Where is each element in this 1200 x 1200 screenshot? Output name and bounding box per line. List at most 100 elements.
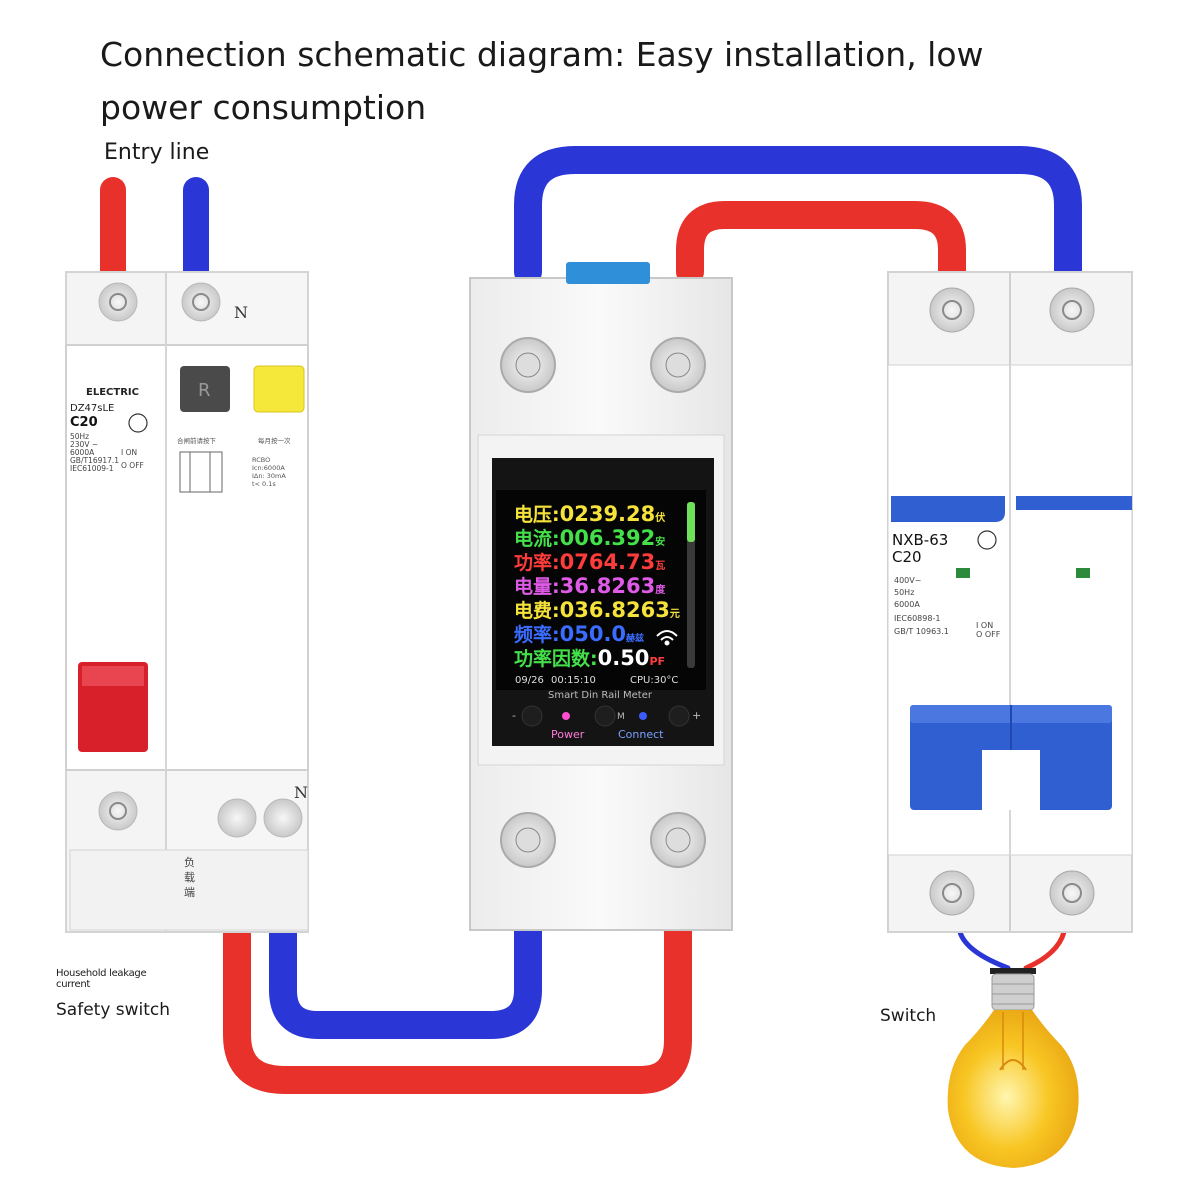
breaker-status-window	[1076, 568, 1090, 578]
signal-level-bar	[687, 502, 695, 668]
meter-row-label: 电量:	[514, 575, 560, 598]
rcbo-rating: C20	[70, 415, 98, 430]
reset-button[interactable]	[180, 366, 230, 412]
meter-row-label: 电流:	[514, 527, 560, 550]
rcbo-spec: t< 0.1s	[252, 480, 276, 488]
safety-switch-label: Safety switch	[56, 1000, 171, 1020]
test-button[interactable]	[253, 365, 305, 413]
meter-row-value: 36.8263	[560, 574, 656, 598]
reset-caption: 合闸前请按下	[177, 436, 217, 445]
rcbo-spec: RCBO	[252, 456, 270, 464]
breaker-model: NXB-63	[892, 531, 948, 549]
meter-row-unit: 赫兹	[626, 632, 644, 644]
rcbo-model: DZ47sLE	[70, 403, 114, 414]
breaker-device: NXB-63 C20 400V~ 50Hz 6000A IEC60898-1 G…	[887, 271, 1133, 933]
rcbo-device: N N ELECTRIC DZ47sLE C20 50Hz 230V ~ 600…	[65, 271, 309, 933]
breaker-spec: GB/T 10963.1	[894, 627, 949, 636]
power-led	[562, 712, 570, 720]
meter-power: 功率:0764.73瓦	[514, 550, 665, 574]
mode-label: M	[617, 712, 625, 722]
top-neutral-wire	[514, 146, 1082, 286]
meter-power-factor: 功率因数:0.50PF	[514, 646, 665, 670]
entry-line-label: Entry line	[104, 140, 210, 165]
meter-current: 电流:006.392安	[514, 526, 665, 550]
breaker-rating: C20	[892, 548, 922, 566]
breaker-spec: IEC60898-1	[894, 614, 940, 623]
wires	[100, 146, 1082, 1094]
smart-meter-device: 电压:0239.28伏 电流:006.392安 功率:0764.73瓦 电量:3…	[469, 262, 733, 931]
rcbo-brand: ELECTRIC	[86, 387, 139, 398]
bottom-neutral-wire	[269, 816, 542, 1039]
rcbo-spec: 230V ~	[70, 440, 98, 449]
din-rail-clip	[566, 262, 650, 284]
breaker-spec: 6000A	[894, 600, 920, 609]
meter-row-label: 电费:	[514, 599, 560, 622]
meter-row-unit: 瓦	[655, 560, 665, 572]
minus-label: -	[512, 709, 516, 722]
meter-row-label: 功率:	[514, 551, 560, 574]
status-time: 00:15:10	[551, 675, 596, 686]
reset-button-label: R	[198, 380, 211, 401]
meter-row-label: 电压:	[514, 503, 560, 526]
rcbo-spec: IΔn: 30mA	[252, 472, 286, 480]
rcbo-off-label: O OFF	[121, 461, 144, 470]
plus-label: +	[692, 709, 701, 722]
meter-cost: 电费:036.8263元	[514, 598, 680, 622]
rcbo-spec: IEC61009-1	[70, 464, 114, 473]
power-label: Power	[551, 728, 585, 741]
breaker-spec: 50Hz	[894, 588, 914, 597]
meter-row-value: 0.50	[598, 646, 650, 670]
meter-row-unit: 伏	[654, 511, 665, 524]
rcbo-on-label: I ON	[121, 448, 137, 457]
light-bulb-icon	[947, 968, 1079, 1168]
breaker-blue-stripe	[891, 496, 1005, 522]
meter-row-unit: 元	[670, 608, 680, 620]
load-side-char: 载	[184, 871, 195, 884]
breaker-off-label: O OFF	[976, 630, 1001, 639]
ccc-icon	[977, 530, 997, 550]
mode-button[interactable]	[594, 705, 616, 727]
connect-led	[639, 712, 647, 720]
breaker-toggle-handle[interactable]	[910, 705, 1112, 810]
bulb-live-wire	[1023, 929, 1067, 971]
status-date: 09/26	[515, 675, 544, 686]
test-caption: 每月按一次	[258, 436, 291, 445]
meter-row-label: 频率:	[514, 623, 560, 646]
household-leakage-label: Household leakage current	[56, 968, 147, 990]
breaker-terminal-screw-icon	[929, 287, 1095, 916]
rcbo-spec: Icn:6000A	[252, 464, 285, 472]
rcbo-spec: GB/T16917.1	[70, 456, 119, 465]
plus-button[interactable]	[668, 705, 690, 727]
status-cpu: CPU:30°C	[630, 675, 678, 686]
switch-label: Switch	[880, 1006, 937, 1026]
breaker-status-window	[956, 568, 970, 578]
connect-label: Connect	[618, 728, 664, 741]
meter-row-value: 0239.28	[560, 502, 656, 526]
load-side-char: 端	[184, 886, 195, 899]
rcbo-spec: 50Hz	[70, 432, 89, 441]
top-live-wire	[676, 201, 966, 286]
meter-row-value: 0764.73	[560, 550, 656, 574]
meter-row-unit: PF	[649, 655, 665, 668]
breaker-spec: 400V~	[894, 576, 921, 585]
load-side-char: 负	[184, 855, 195, 869]
breaker-on-label: I ON	[976, 621, 993, 630]
meter-row-value: 050.0	[560, 622, 626, 646]
rcbo-spec: 6000A	[70, 448, 95, 457]
meter-terminal-screw-icon	[500, 337, 706, 868]
rcbo-circuit-icon	[179, 451, 223, 493]
rcbo-terminal-screw-icon	[98, 282, 303, 838]
bulb-neutral-wire	[957, 929, 1011, 971]
meter-row-unit: 安	[655, 535, 665, 548]
meter-energy: 电量:36.8263度	[514, 574, 666, 598]
minus-button[interactable]	[521, 705, 543, 727]
meter-row-unit: 度	[655, 583, 666, 596]
meter-row-value: 006.392	[560, 526, 656, 550]
wifi-icon	[656, 630, 678, 646]
meter-row-label: 功率因数:	[514, 647, 598, 670]
meter-voltage: 电压:0239.28伏	[514, 502, 665, 526]
product-name: Smart Din Rail Meter	[548, 690, 653, 701]
meter-row-value: 036.8263	[560, 598, 670, 622]
page-title: Connection schematic diagram: Easy insta…	[100, 35, 984, 127]
